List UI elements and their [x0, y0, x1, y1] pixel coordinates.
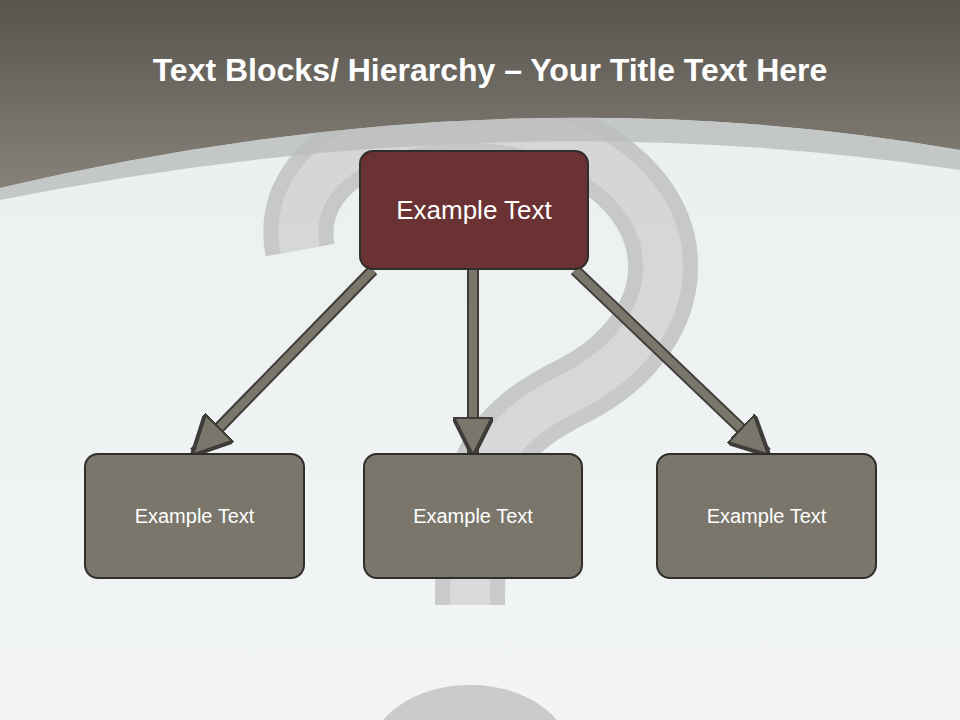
arrow-shaft [469, 270, 477, 453]
hierarchy-arrow [195, 270, 374, 453]
child-box: Example Text [656, 453, 877, 579]
arrow-outline [195, 270, 374, 453]
box-label: Example Text [135, 505, 255, 528]
arrow-shaft [575, 270, 767, 453]
arrow-outline [467, 270, 479, 453]
question-mark-illustration [298, 123, 663, 720]
top-box: Example Text [359, 150, 589, 270]
child-box: Example Text [363, 453, 583, 579]
arrow-outline [575, 270, 767, 453]
hierarchy-arrow [473, 270, 474, 453]
child-box: Example Text [84, 453, 305, 579]
slide-title: Text Blocks/ Hierarchy – Your Title Text… [60, 52, 920, 89]
arrow-shaft [195, 270, 374, 453]
hierarchy-arrow [575, 270, 767, 453]
box-label: Example Text [707, 505, 827, 528]
box-label: Example Text [396, 195, 552, 226]
box-label: Example Text [413, 505, 533, 528]
